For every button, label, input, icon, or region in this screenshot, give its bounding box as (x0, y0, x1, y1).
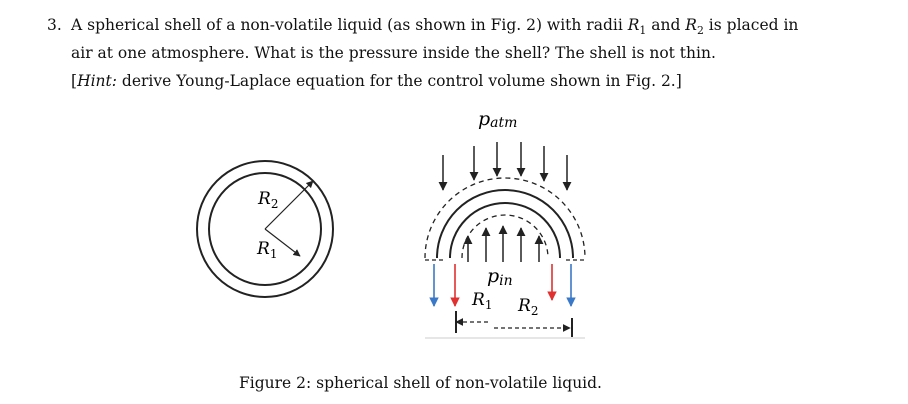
outer-control-surface (424, 177, 586, 259)
inner-shell-wall (449, 202, 561, 259)
right-r2-label: R2 (517, 296, 538, 318)
control-volume-diagram: patm pin (424, 108, 586, 339)
left-r2-label: R2 (257, 189, 278, 211)
inner-pressure-arrows (463, 225, 544, 262)
figure-caption: Figure 2: spherical shell of non-volatil… (239, 374, 602, 392)
dimension-r1 (455, 311, 490, 333)
hint-label: Hint: (77, 72, 117, 90)
concentric-shell-diagram: R2 R1 (196, 160, 334, 298)
problem-text-line2: air at one atmosphere. What is the press… (71, 44, 716, 62)
left-r1-label: R1 (256, 239, 277, 261)
inner-circle (208, 172, 322, 286)
inner-control-surface (461, 214, 549, 259)
problem-body: A spherical shell of a non-volatile liqu… (71, 14, 892, 64)
hint: [Hint: derive Young-Laplace equation for… (71, 72, 682, 90)
symbol-r1: R1 (627, 16, 647, 37)
problem-text-line1a: A spherical shell of a non-volatile liqu… (71, 16, 628, 34)
p-atm-label: patm (478, 108, 517, 131)
problem-statement: 3. A spherical shell of a non-volatile l… (47, 14, 892, 92)
p-in-label: pin (487, 265, 513, 289)
radius-r1-arrow (264, 228, 301, 257)
outer-circle (196, 160, 334, 298)
dimension-r2 (494, 318, 573, 337)
problem-number: 3. (47, 16, 62, 34)
outer-shell-wall (436, 189, 574, 259)
hint-text: derive Young-Laplace equation for the co… (116, 72, 682, 90)
problem-text-and: and (646, 16, 686, 34)
surface-tension-arrows (429, 264, 576, 307)
problem-text-line1b: is placed in (703, 16, 799, 34)
radius-r2-arrow (264, 180, 314, 230)
right-r1-label: R1 (471, 290, 492, 312)
atmospheric-pressure-arrows (438, 142, 572, 191)
symbol-r2: R2 (685, 16, 704, 37)
